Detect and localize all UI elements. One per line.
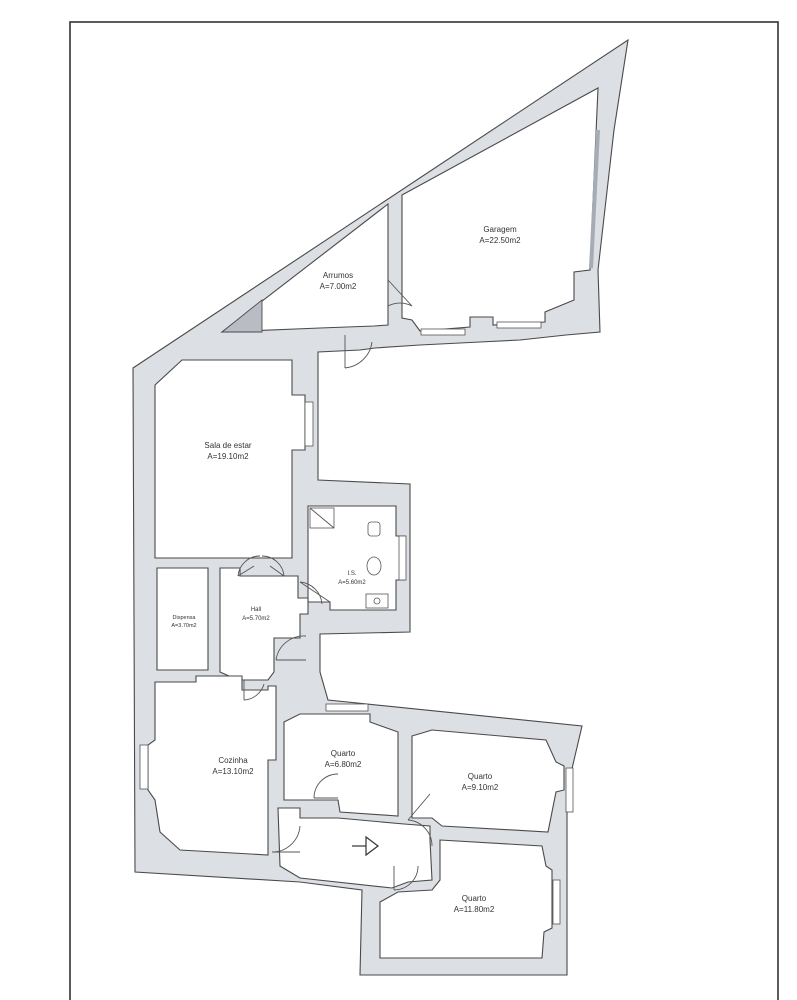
room-quarto-3 — [379, 839, 553, 959]
entrance-arrow-icon — [352, 835, 379, 857]
window-garagem-2 — [496, 321, 542, 329]
label-cozinha-name: Cozinha — [218, 756, 248, 765]
window-quarto-2 — [565, 767, 574, 813]
label-sala-area: A=19.10m2 — [207, 452, 249, 461]
door-arrumos — [387, 279, 413, 307]
label-hall-area: A=5.70m2 — [242, 616, 270, 622]
label-is-area: A=5.60m2 — [338, 580, 366, 586]
label-quarto-3-name: Quarto — [462, 894, 487, 903]
label-quarto-1-area: A=6.80m2 — [325, 760, 362, 769]
label-sala-name: Sala de estar — [204, 441, 251, 450]
door-sala — [237, 555, 285, 577]
window-garagem-1 — [420, 328, 466, 336]
label-dispensa-name: Dispensa — [173, 615, 197, 621]
door-quarto-1 — [313, 773, 339, 799]
is-fixtures — [309, 507, 389, 609]
window-quarto-3 — [552, 879, 561, 925]
label-hall-name: Hall — [251, 607, 261, 613]
label-garagem-name: Garagem — [483, 225, 517, 234]
door-quarto-3 — [393, 865, 419, 891]
label-quarto-2-area: A=9.10m2 — [462, 783, 499, 792]
label-quarto-1-name: Quarto — [331, 749, 356, 758]
door-cozinha — [243, 680, 265, 701]
door-cozinha-corridor — [271, 825, 301, 853]
corridor — [277, 807, 433, 889]
room-cozinha — [147, 675, 277, 856]
garage-window — [589, 129, 600, 269]
label-cozinha-area: A=13.10m2 — [212, 767, 254, 776]
door-is — [299, 581, 331, 605]
window-cozinha — [139, 744, 149, 790]
door-hall-bottom — [275, 635, 307, 661]
label-arrumos-area: A=7.00m2 — [320, 282, 357, 291]
label-dispensa-area: A=3.70m2 — [171, 623, 196, 629]
window-is — [398, 535, 407, 581]
arrumos-shaded-corner — [220, 299, 263, 333]
label-arrumos-name: Arrumos — [323, 271, 353, 280]
label-quarto-2-name: Quarto — [468, 772, 493, 781]
room-is — [307, 505, 406, 611]
room-arrumos — [220, 202, 389, 333]
room-garagem — [401, 87, 599, 332]
door-quarto-2 — [407, 793, 433, 847]
room-quarto-1 — [283, 713, 399, 817]
label-garagem-area: A=22.50m2 — [479, 236, 521, 245]
room-quarto-2 — [411, 729, 565, 833]
room-dispensa — [156, 567, 209, 671]
page-frame — [69, 21, 779, 1000]
window-quarto-1 — [325, 703, 369, 712]
label-is-name: I.S. — [347, 571, 356, 577]
window-sala — [304, 401, 314, 447]
room-hall — [219, 567, 309, 681]
door-garagem-entry — [344, 335, 373, 369]
label-quarto-3-area: A=11.80m2 — [454, 905, 495, 914]
